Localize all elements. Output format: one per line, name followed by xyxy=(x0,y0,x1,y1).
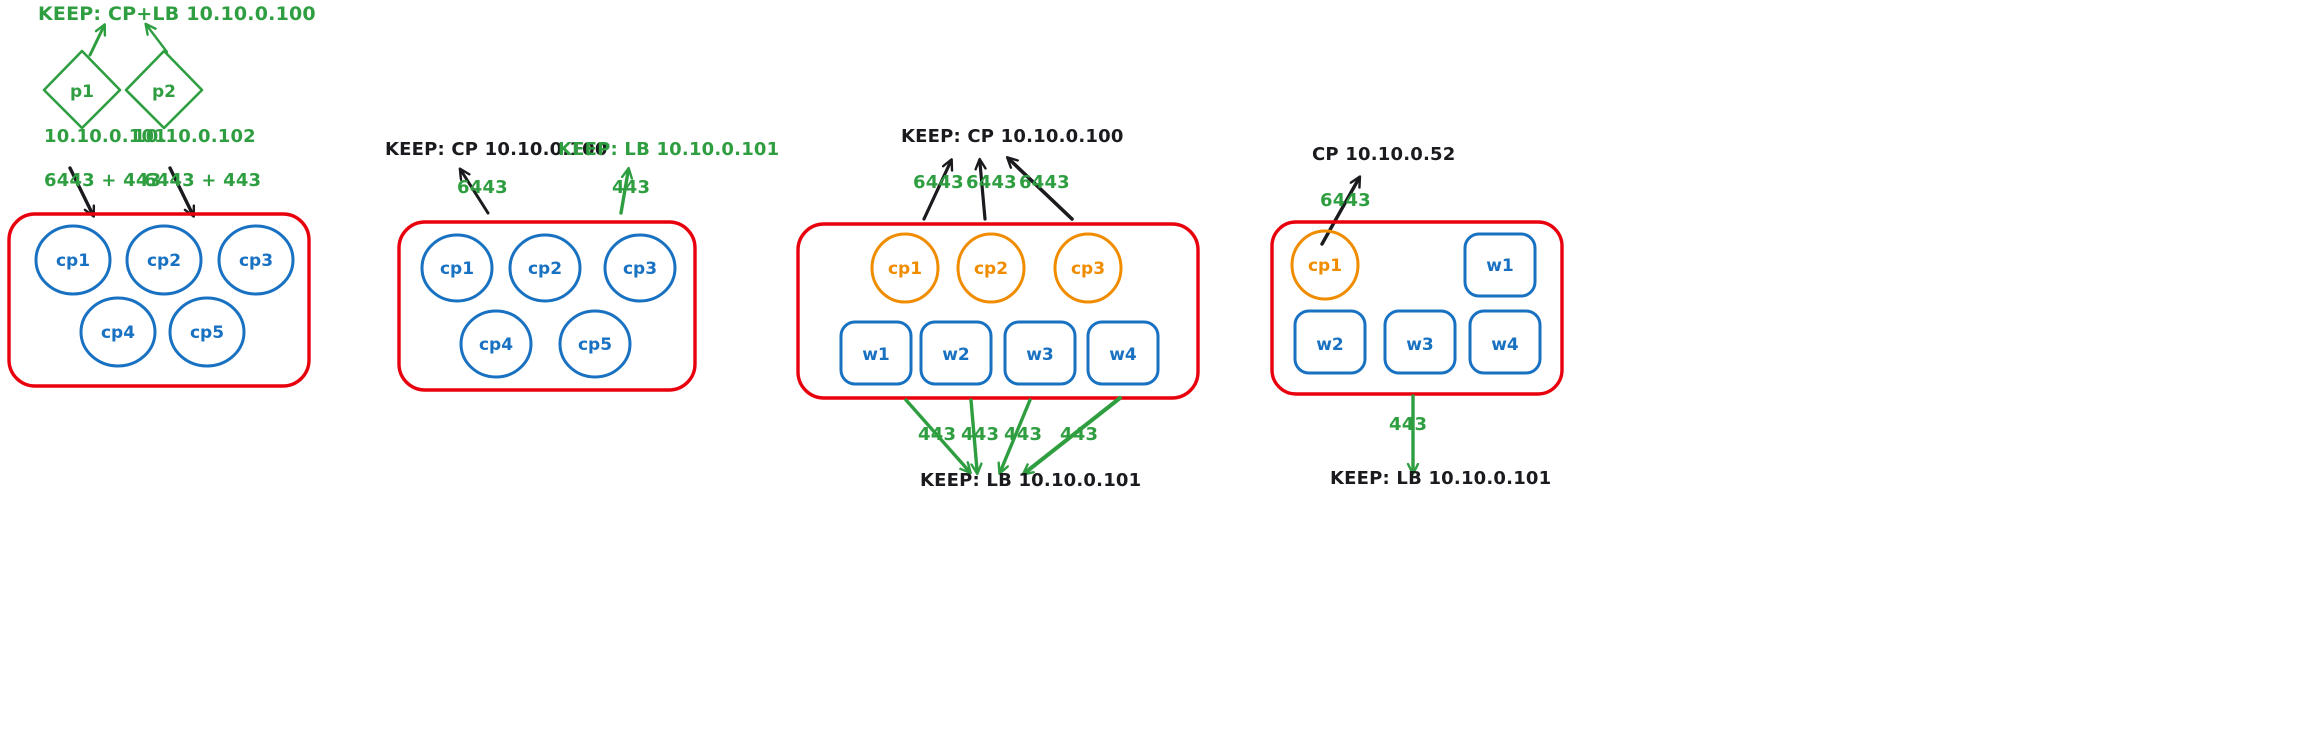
panel-1-node-p1[interactable]: p1 xyxy=(70,82,94,102)
panel-3-node-cp2[interactable]: cp2 xyxy=(973,259,1009,279)
panel-2-node-cp4[interactable]: cp4 xyxy=(478,335,514,355)
panel-1-node-p2[interactable]: p2 xyxy=(152,82,176,102)
panel-4-node-w1[interactable]: w1 xyxy=(1486,256,1514,276)
panel-3-port-top-2: 6443 xyxy=(966,172,1017,193)
panel-3-port-top-3: 6443 xyxy=(1019,172,1070,193)
panel-2-node-cp1[interactable]: cp1 xyxy=(439,259,475,279)
panel-3-title-top: KEEP: CP 10.10.0.100 xyxy=(901,126,1124,147)
panel-2-node-cp5[interactable]: cp5 xyxy=(577,335,613,355)
panel-3-port-bottom-4: 443 xyxy=(1060,424,1099,445)
panel-3-port-bottom-2: 443 xyxy=(961,424,1000,445)
panel-3-node-cp3[interactable]: cp3 xyxy=(1070,259,1106,279)
panel-4-title-top: CP 10.10.0.52 xyxy=(1312,144,1456,165)
panel-4-title-bottom: KEEP: LB 10.10.0.101 xyxy=(1330,468,1552,489)
panel-1-node-cp4[interactable]: cp4 xyxy=(100,323,136,343)
panel-1-ip-p2: 10.10.0.102 xyxy=(133,126,256,147)
panel-4-node-w3[interactable]: w3 xyxy=(1406,335,1434,355)
panel-3-title-bottom: KEEP: LB 10.10.0.101 xyxy=(920,470,1142,491)
panel-1-ip-p1: 10.10.0.101 xyxy=(44,126,167,147)
panel-2-title-left: KEEP: CP 10.10.0.100 xyxy=(385,139,608,160)
panel-2-port-left: 6443 xyxy=(457,177,508,198)
panel-2-node-cp3[interactable]: cp3 xyxy=(622,259,658,279)
panel-1-node-cp5[interactable]: cp5 xyxy=(189,323,225,343)
panel-1-port-p1: 6443 + 443 xyxy=(44,170,162,191)
panel-4-node-cp1[interactable]: cp1 xyxy=(1307,256,1343,276)
panel-1-node-cp3[interactable]: cp3 xyxy=(238,251,274,271)
panel-3-node-w3[interactable]: w3 xyxy=(1026,345,1054,365)
panel-3-port-bottom-1: 443 xyxy=(918,424,957,445)
panel-3-node-w2[interactable]: w2 xyxy=(942,345,970,365)
panel-1-port-p2: 6443 + 443 xyxy=(144,170,262,191)
panel-3-node-cp1[interactable]: cp1 xyxy=(887,259,923,279)
panel-2-port-right: 443 xyxy=(612,177,651,198)
panel-4-node-w4[interactable]: w4 xyxy=(1491,335,1519,355)
panel-3-port-top-1: 6443 xyxy=(913,172,964,193)
panel-2-node-cp2[interactable]: cp2 xyxy=(527,259,563,279)
panel-1-title: KEEP: CP+LB 10.10.0.100 xyxy=(38,3,316,25)
panel-1-node-cp1[interactable]: cp1 xyxy=(55,251,91,271)
panel-3-node-w4[interactable]: w4 xyxy=(1109,345,1137,365)
panel-4-port-top: 6443 xyxy=(1320,190,1371,211)
panel-4-port-bottom: 443 xyxy=(1389,414,1428,435)
panel-4-node-w2[interactable]: w2 xyxy=(1316,335,1344,355)
panel-2-title-right: KEEP: LB 10.10.0.101 xyxy=(558,139,780,160)
panel-1-node-cp2[interactable]: cp2 xyxy=(146,251,182,271)
panel-3-port-bottom-3: 443 xyxy=(1004,424,1043,445)
panel-3-node-w1[interactable]: w1 xyxy=(862,345,890,365)
